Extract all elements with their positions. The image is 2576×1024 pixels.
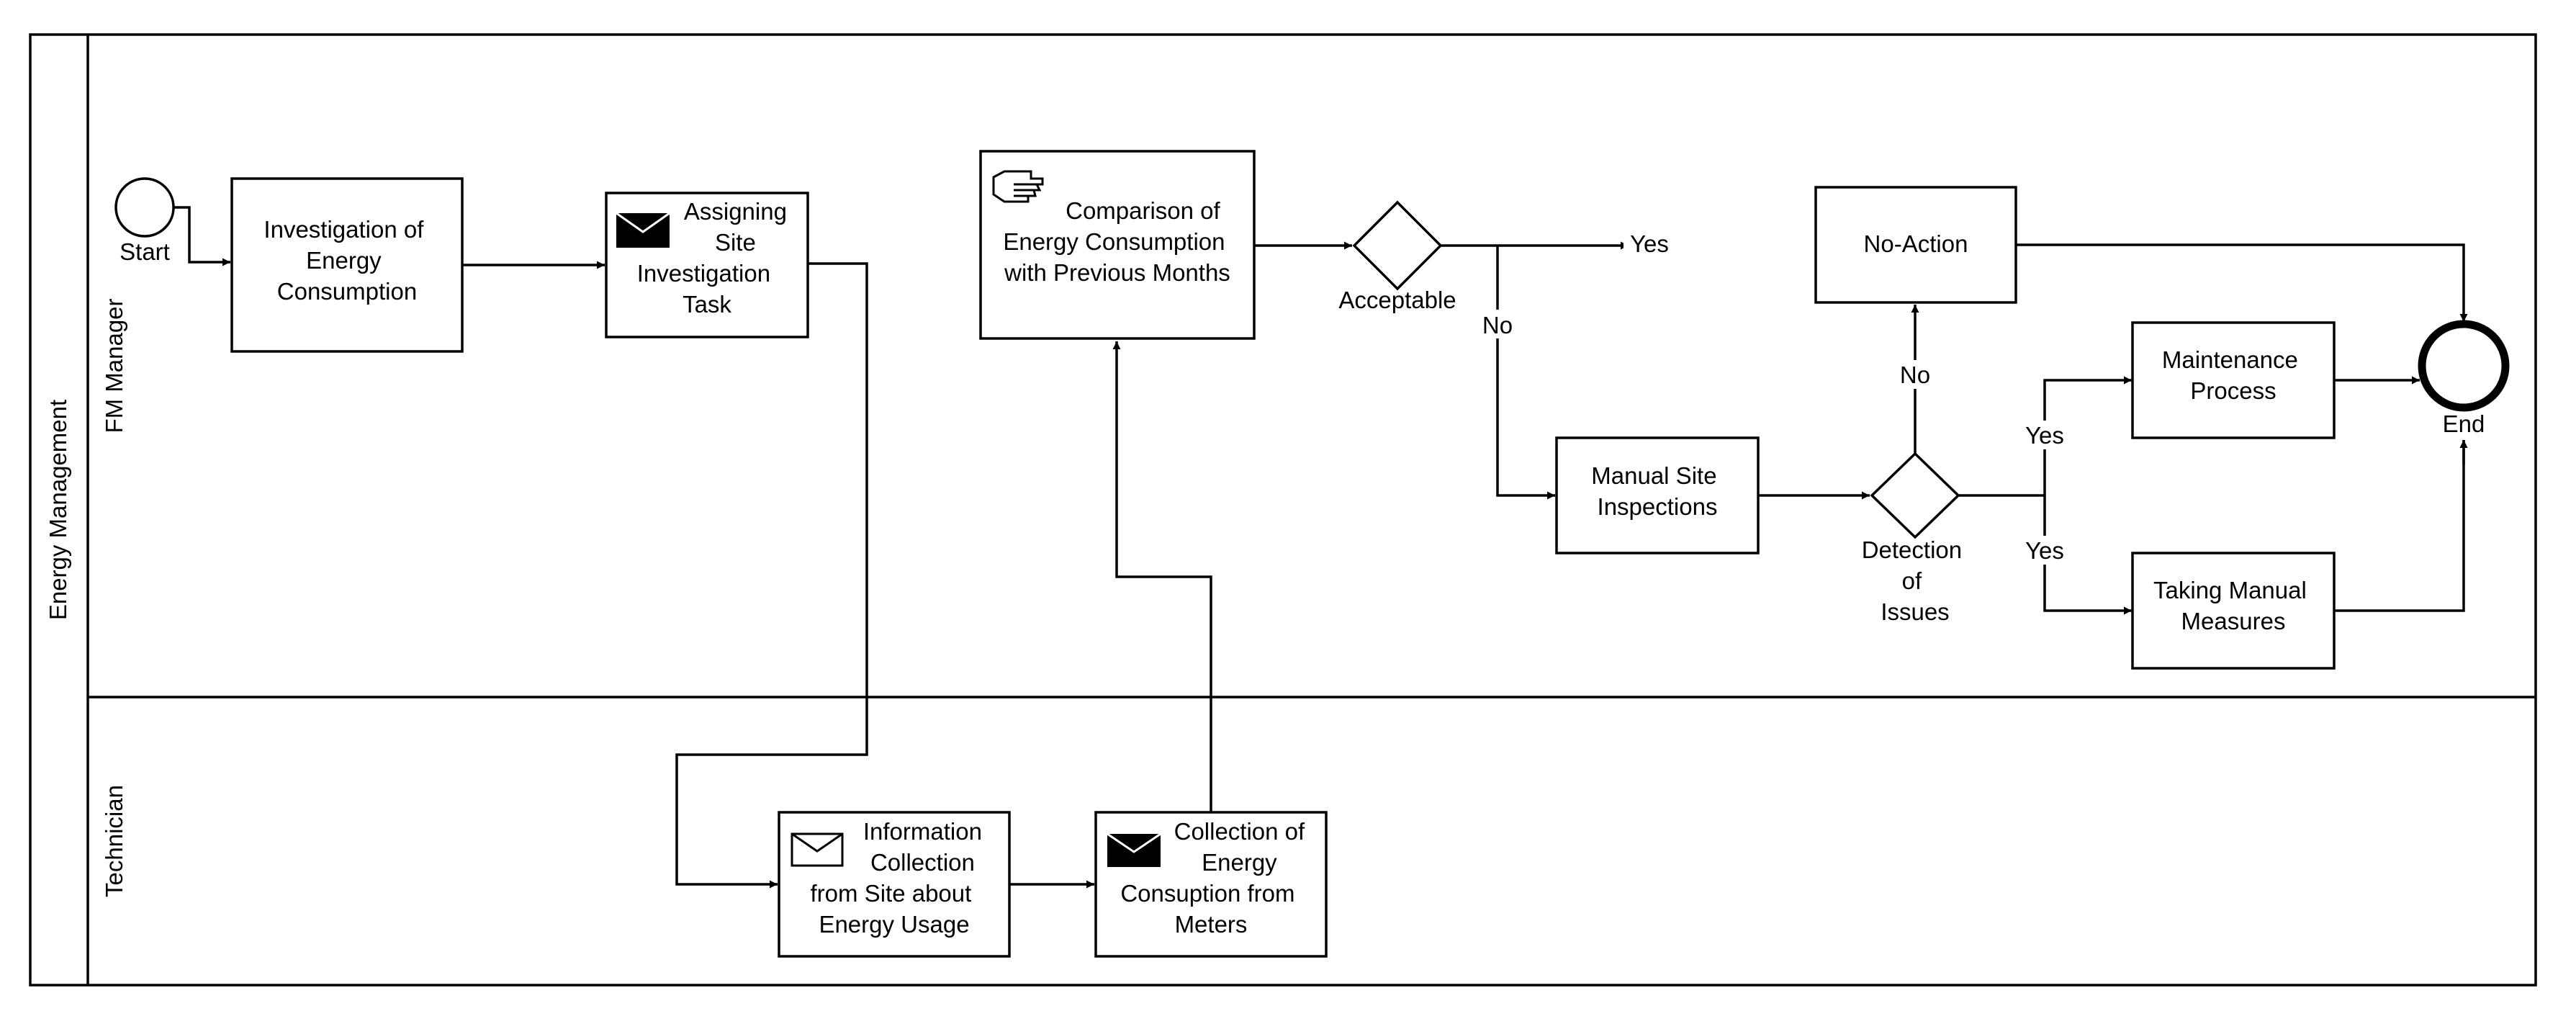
- send-message-icon: [616, 212, 670, 248]
- flow-no-action-to-end: [2016, 243, 2468, 322]
- task-collection-from-meters[interactable]: Collection of Energy Consuption from Met…: [1094, 811, 1328, 958]
- task-collection-meters-line: Meters: [1175, 911, 1248, 938]
- svg-text:Maintenance Process: Maintenance Process: [2162, 346, 2305, 404]
- flow-start-to-investigation: [174, 206, 230, 266]
- lane-fm-manager: FM Manager: [101, 298, 127, 433]
- task-information-collection[interactable]: Information Collection from Site about E…: [778, 811, 1011, 958]
- task-collection-meters-line: Collection of: [1174, 818, 1305, 845]
- task-manual-site-line: Manual Site: [1591, 462, 1716, 489]
- end-event-circle[interactable]: [2418, 320, 2510, 412]
- svg-text:Comparison of Energy Con: Comparison of Energy Consumption with Pr…: [1003, 197, 1231, 286]
- task-info-collection-line: Collection: [870, 849, 975, 876]
- flow-assigning-to-info-collection: [675, 262, 868, 889]
- task-taking-manual-line: Measures: [2181, 608, 2286, 634]
- task-info-collection-line: from Site about: [811, 880, 972, 907]
- end-event[interactable]: End: [2418, 320, 2510, 465]
- gateway-acceptable[interactable]: Acceptable: [1338, 200, 1456, 313]
- task-comparison-line: with Previous Months: [1004, 259, 1230, 286]
- task-manual-site-inspections[interactable]: Manual Site Inspections: [1555, 436, 1760, 554]
- flow-acceptable-no-to-manual: [1496, 246, 1555, 500]
- svg-text:Detection of Issue: Detection of Issues: [1862, 536, 1969, 625]
- gateway-acceptable-label: Acceptable: [1338, 287, 1456, 313]
- svg-text:Taking Manual Measures: Taking Manual Measures: [2153, 577, 2313, 634]
- svg-text:Collection of Energy: Collection of Energy Consuption from Met…: [1120, 818, 1311, 938]
- pool: Energy Management: [29, 33, 2537, 987]
- task-info-collection-line: Information: [863, 818, 982, 845]
- gateway-detection-of-issues[interactable]: Detection of Issues: [1862, 452, 1969, 625]
- sequence-flows: [174, 206, 2468, 889]
- task-investigation-line: Investigation of: [264, 216, 424, 243]
- task-investigation-line: Consumption: [277, 278, 417, 305]
- task-collection-meters-line: Consuption from: [1120, 880, 1294, 907]
- flow-labels: Yes No No Yes Yes: [1480, 229, 2071, 565]
- flow-taking-manual-to-end: [2333, 440, 2468, 612]
- flow-detection-yes-to-maintenance: [2043, 376, 2132, 495]
- pool-label: Energy Management: [45, 400, 71, 620]
- gateway-detection-line: Detection: [1862, 536, 1962, 563]
- task-comparison-line: Comparison of: [1066, 197, 1220, 224]
- task-maintenance-process[interactable]: Maintenance Process: [2131, 321, 2336, 439]
- task-collection-meters-line: Energy: [1202, 849, 1277, 876]
- flow-label-yes-top: Yes: [1630, 230, 1669, 257]
- task-assigning-line: Investigation: [637, 260, 770, 287]
- task-assigning-line: Site: [715, 229, 756, 256]
- task-comparison-line: Energy Consumption: [1003, 228, 1225, 255]
- task-investigation-line: Energy: [306, 247, 382, 274]
- flow-label-no-left: No: [1482, 312, 1513, 338]
- flow-detection-yes-to-taking-manual: [2043, 495, 2132, 615]
- start-event-label: Start: [120, 238, 170, 265]
- task-no-action-label: No-Action: [1864, 230, 1968, 257]
- flow-meters-to-comparison: [1112, 341, 1212, 812]
- task-assigning-line: Assigning: [684, 198, 787, 225]
- svg-text:Assigning Site Inv: Assigning Site Investigation Task: [637, 198, 793, 318]
- manual-task-hand-icon: [992, 170, 1044, 203]
- lane-technician: Technician: [101, 785, 127, 897]
- start-event-circle[interactable]: [114, 177, 175, 238]
- task-info-collection-line: Energy Usage: [819, 911, 969, 938]
- task-taking-manual-measures[interactable]: Taking Manual Measures: [2131, 552, 2336, 670]
- flow-label-no-up: No: [1900, 361, 1930, 388]
- svg-text:Investigation of Energy: Investigation of Energy Consumption: [264, 216, 430, 305]
- svg-text:Manual Site Inspections: Manual Site Inspections: [1591, 462, 1723, 520]
- lane-label-fm-manager: FM Manager: [101, 298, 127, 433]
- start-event[interactable]: Start: [114, 177, 175, 265]
- task-taking-manual-line: Taking Manual: [2153, 577, 2307, 603]
- lane-label-technician: Technician: [101, 785, 127, 897]
- svg-text:Information Collection: Information Collection from Site about E…: [811, 818, 989, 938]
- flow-label-yes-upper: Yes: [2025, 422, 2064, 449]
- end-event-label: End: [2443, 410, 2485, 437]
- task-maintenance-line: Process: [2190, 377, 2276, 404]
- task-maintenance-line: Maintenance: [2162, 346, 2298, 373]
- task-comparison[interactable]: Comparison of Energy Consumption with Pr…: [979, 150, 1256, 340]
- task-no-action[interactable]: No-Action: [1814, 186, 2017, 304]
- gateway-detection-line: of: [1902, 567, 1922, 594]
- send-message-icon: [1107, 832, 1161, 867]
- task-manual-site-line: Inspections: [1598, 493, 1718, 520]
- receive-message-icon: [791, 832, 844, 867]
- flow-label-yes-lower: Yes: [2025, 537, 2064, 564]
- gateway-detection-line: Issues: [1881, 598, 1949, 625]
- task-assigning-site-investigation[interactable]: Assigning Site Investigation Task: [605, 192, 809, 338]
- task-assigning-line: Task: [683, 291, 731, 318]
- task-investigation[interactable]: Investigation of Energy Consumption: [230, 177, 464, 353]
